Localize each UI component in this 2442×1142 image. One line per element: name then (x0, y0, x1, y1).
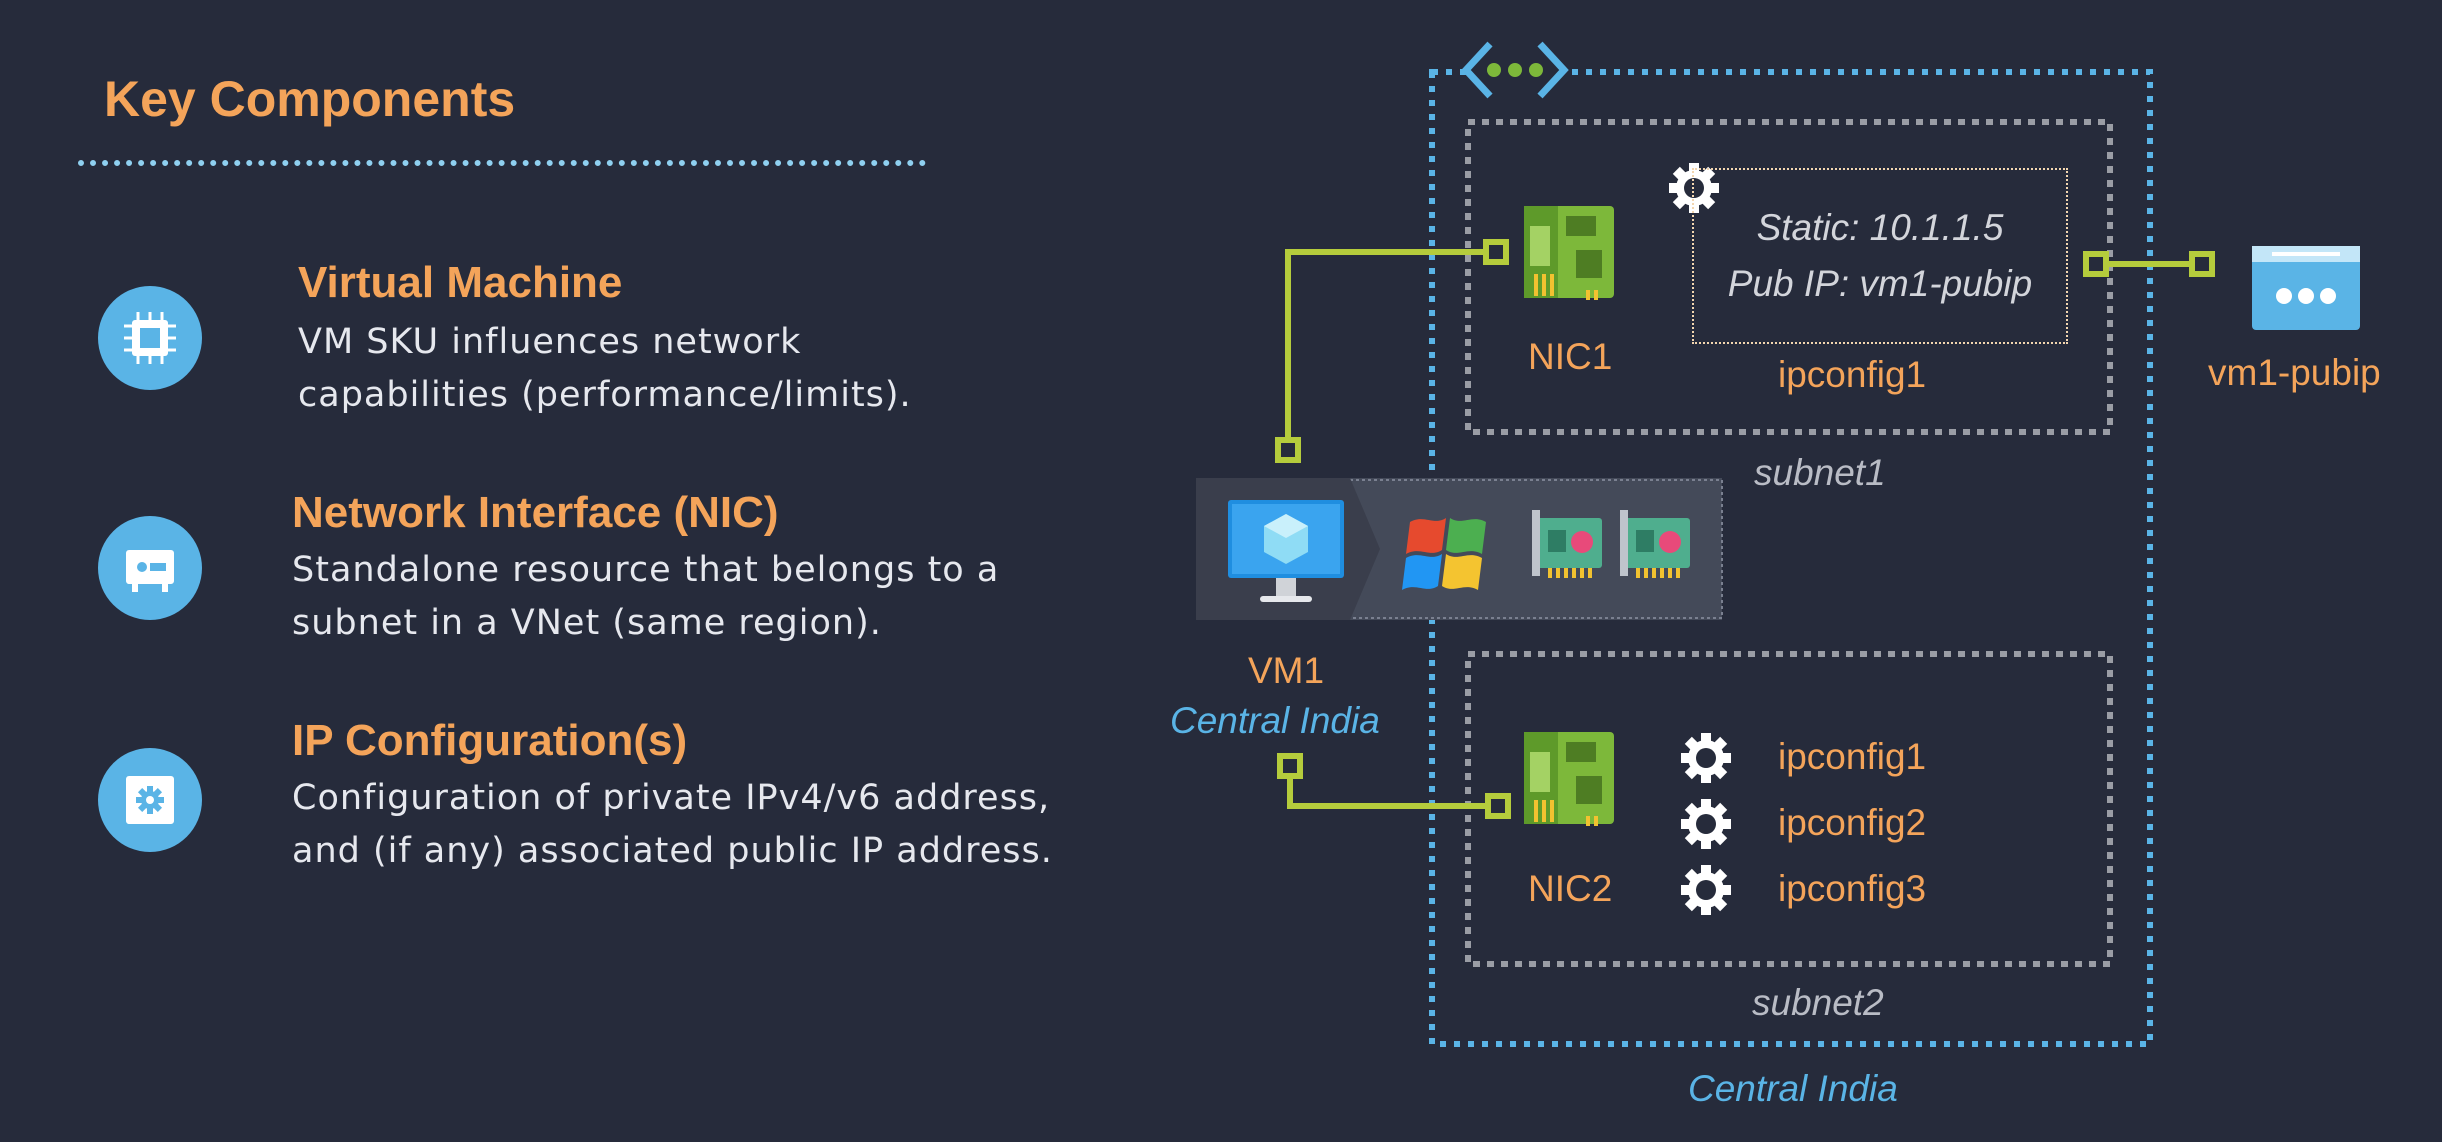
title-divider (78, 160, 926, 166)
gear-icon (1681, 799, 1731, 849)
component-desc-nic: Standalone resource that belongs to a su… (292, 544, 999, 650)
subnet1-label: subnet1 (1754, 452, 1886, 493)
public-ip-label: Pub IP: vm1-pubip (1727, 263, 2033, 304)
vm-region-label: Central India (1170, 700, 1380, 741)
vnet-boundary (1429, 69, 2153, 1047)
vnet-icon (1461, 41, 1569, 99)
desc-line: subnet in a VNet (same region). (292, 603, 882, 643)
vm-monitor-icon (1228, 500, 1344, 602)
nic2-label: NIC2 (1528, 868, 1613, 909)
gear-icon (1681, 733, 1731, 783)
component-desc-vm: VM SKU influences network capabilities (… (298, 316, 912, 422)
vm-nic1-connector (1275, 239, 1509, 463)
windows-logo-icon (1402, 518, 1486, 590)
subnet2-ipconfig-item: ipconfig2 (1778, 802, 1927, 843)
gear-icon (1669, 163, 1719, 213)
ipconfig1-details-box: Static: 10.1.1.5 Pub IP: vm1-pubip (1692, 168, 2068, 344)
desc-line: VM SKU influences network (298, 322, 802, 362)
ipconfig-pubip-connector (2083, 251, 2215, 277)
public-ip-icon (2252, 246, 2360, 330)
page-title: Key Components (104, 71, 516, 127)
subnet2-label: subnet2 (1752, 982, 1884, 1023)
gear-icon (1681, 865, 1731, 915)
desc-line: capabilities (performance/limits). (298, 375, 912, 415)
vm-name-label: VM1 (1248, 650, 1325, 691)
config-gear-icon (98, 748, 202, 852)
nic2-icon (1524, 732, 1614, 826)
nic1-icon (1524, 206, 1614, 300)
desc-line: Configuration of private IPv4/v6 address… (292, 778, 1051, 818)
component-title-ipconfig: IP Configuration(s) (292, 716, 688, 765)
component-desc-ipconfig: Configuration of private IPv4/v6 address… (292, 772, 1053, 878)
cpu-chip-icon (98, 286, 202, 390)
desc-line: and (if any) associated public IP addres… (292, 831, 1053, 871)
subnet1-ipconfig-label: ipconfig1 (1778, 354, 1927, 395)
pubip-resource-label: vm1-pubip (2208, 352, 2381, 393)
subnet2-ipconfig-item: ipconfig3 (1778, 868, 1927, 909)
static-ip-label: Static: 10.1.1.5 (1756, 207, 2004, 248)
network-adapter-icon (1620, 510, 1690, 578)
nic1-label: NIC1 (1528, 336, 1613, 377)
network-adapter-icon (1532, 510, 1602, 578)
subnet2-ipconfig-item: ipconfig1 (1778, 736, 1927, 777)
network-card-icon (98, 516, 202, 620)
component-title-nic: Network Interface (NIC) (292, 488, 779, 537)
vm-nic2-connector (1277, 753, 1511, 819)
desc-line: Standalone resource that belongs to a (292, 550, 1000, 590)
vnet-region-label: Central India (1688, 1068, 1898, 1109)
component-title-vm: Virtual Machine (298, 258, 623, 307)
